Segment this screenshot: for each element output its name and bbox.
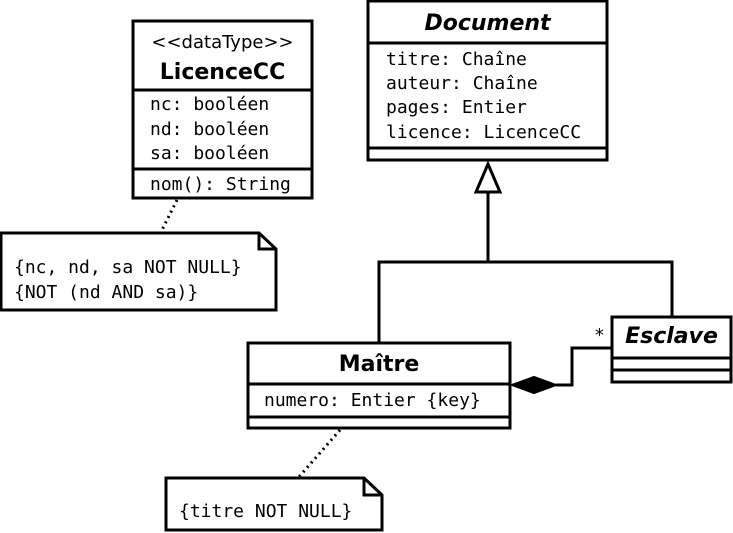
licencecc-note-fold xyxy=(257,233,276,251)
licencecc-note-anchor xyxy=(158,199,179,235)
esclave-class: Esclave xyxy=(610,315,733,384)
generalization-branches xyxy=(377,260,674,343)
generalization-connectors xyxy=(377,160,674,343)
licencecc-name: LicenceCC xyxy=(160,60,285,85)
licencecc-note: {nc, nd, sa NOT NULL} {NOT (nd AND sa)} xyxy=(0,231,278,312)
licencecc-attr-sa: sa: booléen xyxy=(150,143,269,164)
document-name: Document xyxy=(424,11,552,36)
maitre-name: Maître xyxy=(339,352,420,377)
licencecc-note-line-1: {nc, nd, sa NOT NULL} xyxy=(14,257,242,278)
maitre-note-line-1: {titre NOT NULL} xyxy=(179,501,352,522)
document-class: Document titre: Chaîne auteur: Chaîne pa… xyxy=(366,0,609,162)
maitre-class: Maître numero: Entier {key} xyxy=(246,341,512,430)
esclave-name: Esclave xyxy=(625,324,718,349)
maitre-note-anchor xyxy=(296,429,342,479)
document-attr-licence: licence: LicenceCC xyxy=(386,122,581,143)
document-box xyxy=(366,0,609,162)
maitre-note: {titre NOT NULL} xyxy=(164,476,384,532)
document-attr-pages: pages: Entier xyxy=(386,97,527,118)
licencecc-class: <<dataType>> LicenceCC nc: booléen nd: b… xyxy=(131,19,314,200)
licencecc-attr-nc: nc: booléen xyxy=(150,94,269,115)
licencecc-note-shape xyxy=(0,231,278,312)
maitre-attr-numero: numero: Entier {key} xyxy=(264,390,481,411)
document-attr-titre: titre: Chaîne xyxy=(386,49,527,70)
generalization-arrowhead-icon xyxy=(473,160,503,194)
esclave-multiplicity: * xyxy=(594,325,605,346)
licencecc-op-nom: nom(): String xyxy=(150,174,291,195)
licencecc-stereotype: <<dataType>> xyxy=(151,32,293,53)
maitre-note-shape xyxy=(164,476,384,532)
composition-line xyxy=(556,346,612,387)
licencecc-attr-nd: nd: booléen xyxy=(150,119,269,140)
composition-connector: * xyxy=(509,325,612,395)
document-attr-auteur: auteur: Chaîne xyxy=(386,73,538,94)
licencecc-note-line-2: {NOT (nd AND sa)} xyxy=(14,282,198,303)
composition-diamond-icon xyxy=(509,375,559,395)
maitre-note-fold xyxy=(362,478,382,497)
